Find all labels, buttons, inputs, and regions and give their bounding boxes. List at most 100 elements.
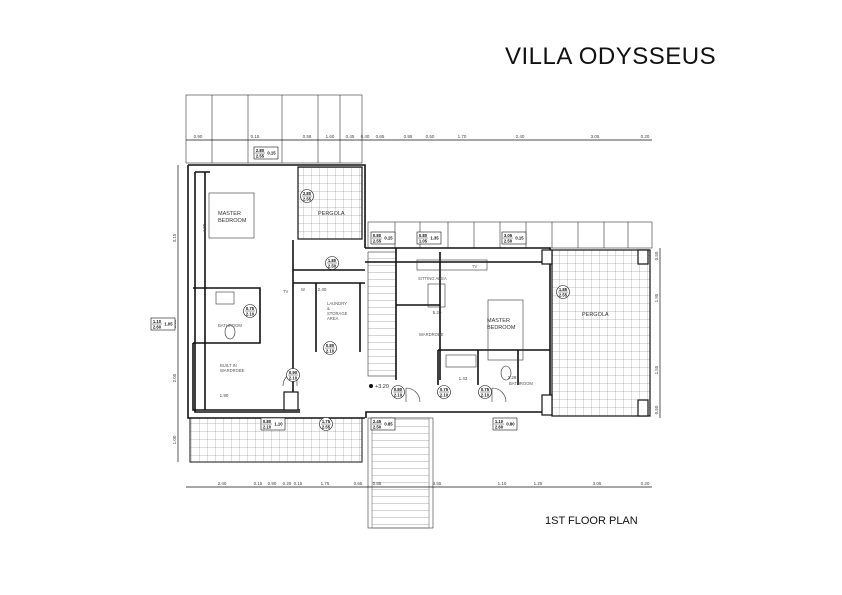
bed-right <box>487 299 524 361</box>
window-tag: 1.102.600.80 <box>492 417 518 431</box>
door-tag: 1.752.55 <box>319 417 333 431</box>
door-tag: 1.852.55 <box>556 285 570 299</box>
dimension-label: 0.85 <box>373 481 382 486</box>
window-tag: 0.802.101.10 <box>260 417 286 431</box>
sink-left <box>215 291 235 305</box>
door-tag: 0.802.10 <box>323 341 337 355</box>
room-label-bathroom: BATHROOM <box>509 381 533 386</box>
door-width: 0.80 <box>394 387 403 392</box>
window-sill-height: 0.80 <box>506 422 515 427</box>
door-tag: 0.752.10 <box>437 385 451 399</box>
door-width: 2.80 <box>303 191 312 196</box>
tv-unit <box>416 259 488 271</box>
dimension-label: 3.05 <box>591 134 600 139</box>
room-label-tv: TV <box>283 289 289 294</box>
room-label-laundry: LAUNDRY <box>327 301 347 306</box>
room-label-pergola: PERGOLA <box>318 211 345 217</box>
door-tag: 1.802.50 <box>325 256 339 270</box>
door-tag: 0.902.10 <box>286 368 300 382</box>
level-label: +3.20 <box>375 384 389 390</box>
window-sill-height: 1.35 <box>430 236 439 241</box>
window-sill-height: 0.15 <box>515 236 524 241</box>
window-width: 2.80 <box>256 148 265 153</box>
dimension-label: 0.45 <box>346 134 355 139</box>
door-height: 2.55 <box>559 292 568 297</box>
dimension-label: 0.58 <box>303 134 312 139</box>
window-sill-height: 1.05 <box>164 322 173 327</box>
dimension-label: 1.00 <box>172 435 177 444</box>
room-label-bathroom: BATHROOM <box>218 323 242 328</box>
room-label-master-bedroom: MASTER <box>487 318 510 324</box>
dimension-label: 3.55 <box>433 481 442 486</box>
dimension-label: 3.05 <box>593 481 602 486</box>
door-width: 0.90 <box>289 370 298 375</box>
dimension-label: 1.10 <box>498 481 507 486</box>
dimension-label: 0.65 <box>354 481 363 486</box>
window-sill-height: 0.15 <box>384 236 393 241</box>
plan-subtitle: 1ST FLOOR PLAN <box>545 515 638 527</box>
inner-dimension-label: 1.90 <box>220 393 229 398</box>
window-sill-height: 1.10 <box>274 422 283 427</box>
staircase[interactable] <box>367 251 397 377</box>
dimension-label: 0.20 <box>641 481 650 486</box>
door-tag: 0.802.10 <box>391 385 405 399</box>
door-width: 0.75 <box>440 387 449 392</box>
dimension-label: 0.15 <box>294 481 303 486</box>
pergola-right-area <box>551 249 651 417</box>
drawing-title: VILLA ODYSSEUS <box>505 43 716 70</box>
inner-dimension-label: 1.43 <box>459 376 468 381</box>
dimension-label: 1.55 <box>654 365 659 374</box>
window-height: 2.55 <box>373 238 382 243</box>
dimension-label: 0.90 <box>268 481 277 486</box>
dimension-label: 2.40 <box>218 481 227 486</box>
window-height: 2.10 <box>263 424 272 429</box>
dimension-label: 0.90 <box>194 134 203 139</box>
window-tag: 1.102.601.05 <box>150 317 176 331</box>
furniture <box>208 192 524 403</box>
window-width: 1.10 <box>495 419 504 424</box>
window-sill-height: 0.85 <box>384 422 393 427</box>
dimension-label: 0.20 <box>641 134 650 139</box>
dimension-lines <box>177 139 661 488</box>
window-tag: 0.802.550.15 <box>370 231 396 245</box>
door-width: 1.80 <box>328 258 337 263</box>
window-sill-height: 0.15 <box>267 151 276 156</box>
room-label-master-bedroom: BEDROOM <box>487 325 516 331</box>
door-width: 0.75 <box>481 387 490 392</box>
door-tag: 0.752.10 <box>243 304 257 318</box>
dimension-label: 0.50 <box>654 251 659 260</box>
dimension-label: 2.40 <box>516 134 525 139</box>
door-height: 2.10 <box>394 392 403 397</box>
window-width: 3.05 <box>504 233 513 238</box>
dimension-label: 2.05 <box>172 373 177 382</box>
inner-dimension-label: 5.20 <box>433 310 442 315</box>
door-height: 2.10 <box>440 392 449 397</box>
walls <box>187 164 649 419</box>
door-tag: 2.802.55 <box>300 189 314 203</box>
window-width: 0.80 <box>263 419 272 424</box>
door-height: 2.10 <box>326 348 335 353</box>
room-label-tv: TV <box>472 264 478 269</box>
sink-right <box>445 354 477 368</box>
toilet-left <box>224 324 236 340</box>
room-label-pergola: PERGOLA <box>582 312 609 318</box>
door-tag: 0.752.10 <box>478 385 492 399</box>
door-width: 1.85 <box>559 287 568 292</box>
window-width: 2.45 <box>373 419 382 424</box>
window-height: 2.60 <box>153 324 162 329</box>
window-width: 0.80 <box>373 233 382 238</box>
room-label-laundry: STORAGE <box>327 311 348 316</box>
window-height: 2.60 <box>495 424 504 429</box>
room-label-sitting-area: SITTING AREA <box>418 276 447 281</box>
top-balcony <box>185 94 363 164</box>
room-label-wardrobe: WARDROBE <box>419 332 444 337</box>
dimension-label: 0.40 <box>361 134 370 139</box>
room-label-laundry: & <box>327 306 330 311</box>
dimension-label: 0.15 <box>254 481 263 486</box>
entrance-steps <box>367 417 434 529</box>
window-tag: 2.452.500.85 <box>370 417 396 431</box>
room-label-built-in-wardrobe: BUILT IN <box>220 363 237 368</box>
room-label-built-in-wardrobe: WARDROBE <box>220 368 245 373</box>
inner-dimension-label: 2.28 <box>508 375 517 380</box>
inner-dimension-label: 4.00 <box>202 223 207 232</box>
